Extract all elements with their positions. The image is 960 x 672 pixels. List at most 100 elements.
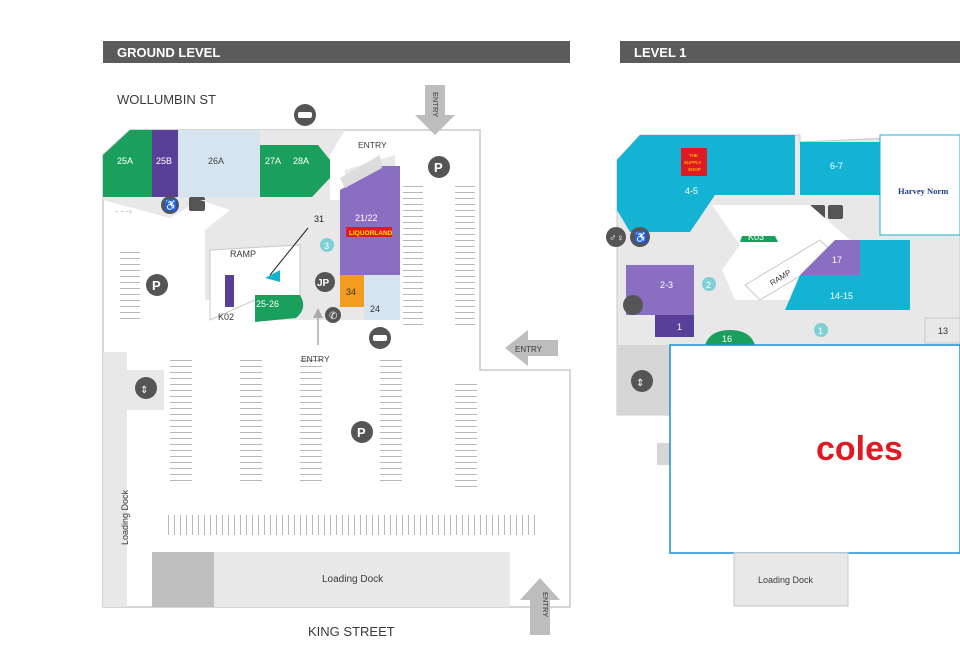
unit-4-5[interactable] (617, 135, 795, 232)
toilets-icon-glyph: ♂♀ (609, 233, 624, 244)
lift-stub-l1 (657, 443, 670, 465)
phone-icon (325, 307, 341, 323)
level-1-title: LEVEL 1 (634, 45, 687, 60)
unit-27a-label: 27A (265, 156, 281, 166)
unit-1[interactable] (655, 315, 694, 337)
marker-1 (814, 323, 828, 337)
entry-arrow-bottom (520, 578, 560, 635)
unit-25b[interactable] (152, 130, 178, 197)
marker-3-label: 3 (324, 241, 329, 251)
stairs-icon-l1 (828, 205, 843, 219)
unit-24-label: 24 (370, 304, 380, 314)
ground-level-header (103, 41, 570, 63)
entry-bottom-label: ENTRY (541, 592, 550, 617)
car-glyph-top (298, 112, 312, 118)
entry-top-label: ENTRY (431, 92, 440, 117)
unit-25a[interactable] (103, 130, 152, 197)
unit-25b-label: 25B (156, 156, 172, 166)
parking-bays-lower-5 (455, 380, 477, 490)
unit-4-5-label: 4-5 (685, 186, 698, 196)
kiosk-k02-label: K02 (218, 312, 234, 322)
accessible-icon-l1 (630, 227, 650, 247)
unit-16[interactable] (705, 330, 755, 345)
parking-bays-left-col (120, 250, 140, 320)
supply-shop-logo-line1: THE (689, 153, 698, 158)
lift-icon-ground (135, 377, 157, 399)
unit-28a-label: 28A (293, 156, 309, 166)
liquorland-logo (346, 227, 392, 237)
left-service-strip (103, 352, 127, 607)
unit-17[interactable] (800, 240, 860, 275)
kiosk-k02[interactable] (225, 275, 234, 307)
king-street-label: KING STREET (308, 624, 395, 639)
unit-34-label: 34 (346, 287, 356, 297)
kiosk-k03[interactable] (740, 236, 778, 242)
ground-level-title: GROUND LEVEL (117, 45, 220, 60)
unit-26a-label: 26A (208, 156, 224, 166)
parking-icon-2-glyph: P (152, 278, 161, 293)
unit-17-label: 17 (832, 255, 842, 265)
parking-icon-1-glyph: P (434, 160, 443, 175)
unit-25-26[interactable] (255, 295, 304, 322)
unit-1-label: 1 (677, 322, 682, 332)
coles-logo: coles (816, 430, 903, 468)
marker-1-label: 1 (818, 326, 823, 336)
lift-arrows-l1: ⇕ (636, 378, 644, 389)
unit-13[interactable] (924, 317, 960, 344)
supply-shop-logo-line2: SUPPLY (684, 160, 701, 165)
parking-icon-1 (428, 156, 450, 178)
entry-center-label: ENTRY (301, 354, 330, 364)
entry-top-left-arrow (340, 155, 382, 188)
entry-right-label: ENTRY (515, 345, 543, 354)
unit-14-15-label: 14-15 (830, 291, 853, 301)
entry-arrow-top (415, 85, 455, 135)
unit-6-7-label: 6-7 (830, 161, 843, 171)
entry-arrow-right (505, 330, 558, 366)
supply-shop-logo (681, 148, 707, 176)
parking-icon-3 (351, 421, 373, 443)
unit-14-15[interactable] (785, 240, 910, 310)
unit-31-marker (265, 270, 280, 282)
parents-room-icon (623, 295, 643, 315)
parking-icon-3-glyph: P (357, 425, 366, 440)
unit-6-7[interactable] (800, 142, 880, 195)
unit-28a[interactable] (287, 145, 330, 197)
ground-bottom-loading-dock-label: Loading Dock (322, 574, 384, 585)
lift-icon-l1-left (631, 370, 653, 392)
entry-top-left-label: ENTRY (358, 140, 387, 150)
unit-21-22-label: 21/22 (355, 213, 378, 223)
unit-31-leader (269, 227, 309, 276)
marker-3 (320, 238, 334, 252)
parking-bays-bottom-row (165, 515, 535, 535)
unit-16-label: 16 (722, 334, 732, 344)
marker-2 (702, 277, 716, 291)
parking-bays-lower-1 (170, 355, 192, 485)
toilets-icon (606, 227, 626, 247)
marker-2-label: 2 (706, 280, 711, 290)
jp-sign-label: JP (317, 278, 330, 289)
lift-arrows-ground: ⇕ (140, 385, 148, 396)
parking-bays-right-col-2 (455, 185, 475, 325)
coles-store[interactable] (669, 344, 960, 554)
unit-27a[interactable] (260, 145, 287, 197)
unit-26a[interactable] (178, 130, 260, 197)
ground-level-map: GROUND LEVEL WOLLUMBIN ST 25A 25B 26A 27… (102, 41, 571, 639)
unit-2-3-label: 2-3 (660, 280, 673, 290)
ground-ramp-label: RAMP (230, 249, 256, 259)
unit-34[interactable] (340, 275, 364, 307)
unit-21-22[interactable] (340, 166, 400, 275)
kiosk-k03-label: K03 (748, 232, 764, 242)
harvey-norman-store[interactable] (879, 134, 960, 236)
parking-bays-lower-3 (300, 355, 322, 485)
phone-icon-glyph: ✆ (329, 311, 337, 322)
jp-sign (315, 272, 335, 292)
parking-bays-right-col-1 (403, 185, 423, 325)
liquorland-logo-text: LIQUORLAND (349, 230, 393, 237)
unit-31-label: 31 (314, 214, 324, 224)
unit-24[interactable] (364, 275, 400, 320)
ground-left-loading-dock-label: Loading Dock (120, 489, 130, 545)
level-1-loading-dock-label: Loading Dock (758, 575, 814, 585)
harvey-norman-logo: Harvey Norm (898, 186, 948, 196)
unit-25a-label: 25A (117, 156, 133, 166)
level-1-header (620, 41, 960, 63)
